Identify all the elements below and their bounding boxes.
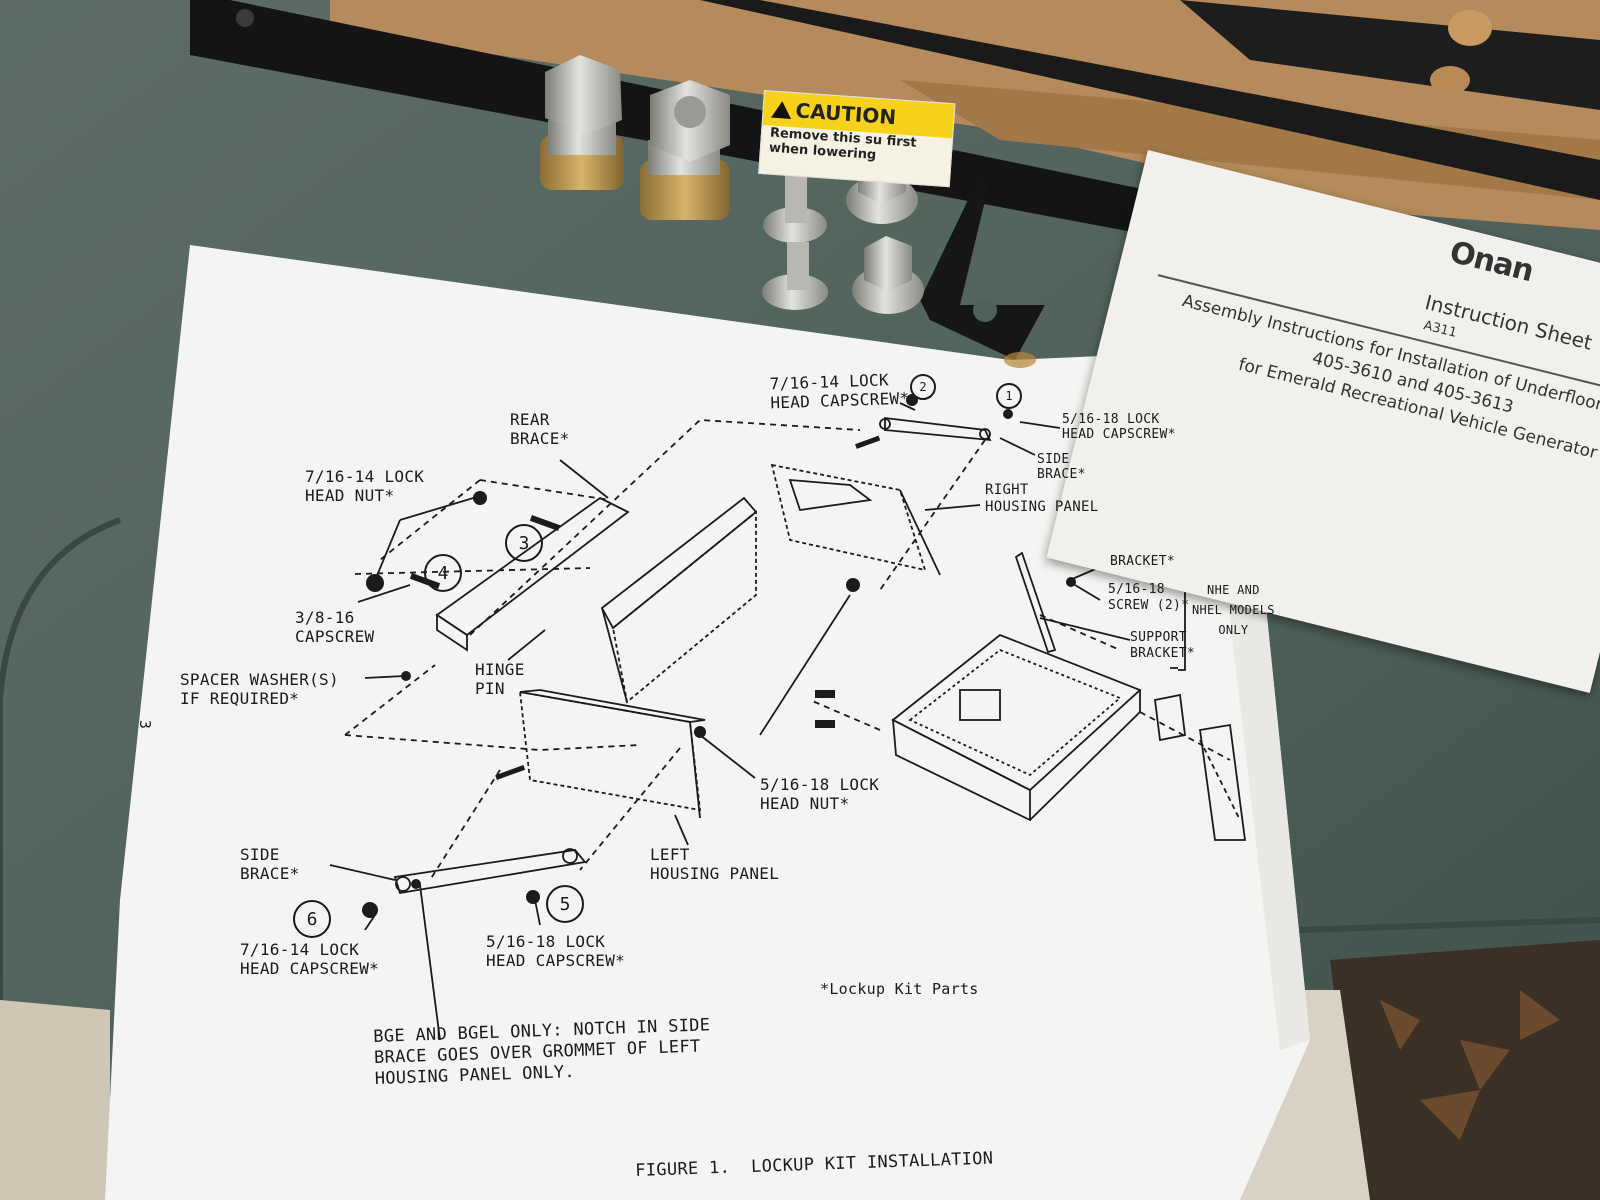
label-spacer-washer: SPACER WASHER(S) IF REQUIRED*: [180, 670, 339, 708]
caution-heading: CAUTION: [794, 98, 897, 130]
bolt-large-2: [640, 80, 730, 220]
callout-3: 3: [505, 524, 543, 562]
label-nhe-models: NHE AND NHEL MODELS ONLY: [1192, 583, 1275, 637]
small-nut-2: [852, 236, 924, 314]
caution-label: CAUTION Remove this su first when loweri…: [758, 90, 956, 188]
sheet-title: Instruction Sheet: [1422, 290, 1595, 355]
label-516-capscrew-right: 5/16-18 LOCK HEAD CAPSCREW*: [1062, 412, 1176, 442]
label-516-capscrew-bottom: 5/16-18 LOCK HEAD CAPSCREW*: [486, 932, 626, 970]
label-516-screw: 5/16-18 SCREW (2)*: [1108, 582, 1190, 613]
part-number: A311: [1421, 318, 1459, 341]
bolt-large-1: [540, 55, 624, 190]
callout-2: 2: [910, 374, 936, 400]
small-screw-1: [763, 175, 827, 243]
label-rear-brace: REAR BRACE*: [510, 410, 570, 448]
label-hinge-pin: HINGE PIN: [475, 660, 525, 698]
caution-text-1-end: first: [886, 133, 918, 151]
label-716-lock-nut: 7/16-14 LOCK HEAD NUT*: [305, 467, 425, 505]
page-number: 3: [136, 719, 155, 730]
callout-5: 5: [546, 885, 584, 923]
label-716-capscrew-top: 7/16-14 LOCK HEAD CAPSCREW*: [769, 370, 910, 413]
label-bge-note: BGE AND BGEL ONLY: NOTCH IN SIDE BRACE G…: [373, 1015, 711, 1089]
label-support-bracket: SUPPORT BRACKET*: [1130, 630, 1196, 661]
label-716-capscrew-bottom: 7/16-14 LOCK HEAD CAPSCREW*: [240, 940, 380, 978]
label-right-housing-panel: RIGHT HOUSING PANEL: [985, 482, 1099, 515]
label-side-brace-top: SIDE BRACE*: [1037, 452, 1086, 482]
wood-deck: [0, 1000, 110, 1200]
warning-triangle-icon: [771, 100, 793, 119]
label-left-housing-panel: LEFT HOUSING PANEL: [650, 845, 780, 883]
label-side-brace-bottom: SIDE BRACE*: [240, 845, 300, 883]
steel-bar-upper: [700, 0, 1600, 200]
ground-leaves: [1330, 940, 1600, 1200]
small-screw-2: [762, 242, 828, 310]
callout-1: 1: [996, 383, 1022, 409]
angle-bracket: [920, 175, 1045, 360]
callout-4: 4: [424, 554, 462, 592]
label-lockup-kit-parts: *Lockup Kit Parts: [820, 980, 979, 998]
onan-logo: Onan: [1446, 234, 1537, 290]
label-bracket: BRACKET*: [1110, 554, 1176, 569]
label-38-capscrew: 3/8-16 CAPSCREW: [295, 608, 375, 646]
label-516-lock-nut: 5/16-18 LOCK HEAD NUT*: [760, 775, 880, 813]
instruction-paper: [105, 245, 1310, 1200]
callout-6: 6: [293, 900, 331, 938]
exploded-diagram: [329, 402, 1247, 1041]
